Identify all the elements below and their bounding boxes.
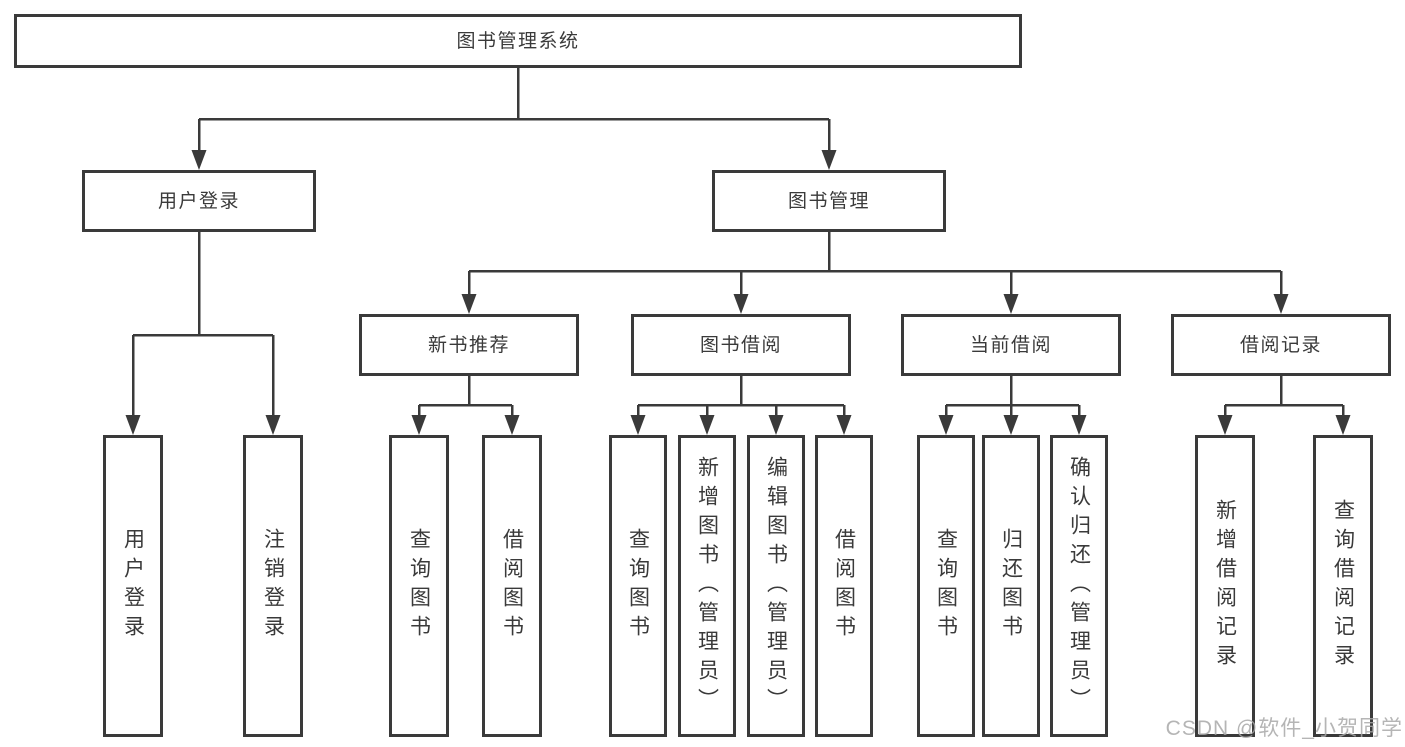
node-new-book-recommendation: 新书推荐 [359, 314, 579, 376]
leaf-query-books-recommend: 查询图书 [389, 435, 449, 737]
node-current-borrowing: 当前借阅 [901, 314, 1121, 376]
leaf-return-books: 归还图书 [982, 435, 1040, 737]
leaf-add-borrow-record: 新增借阅记录 [1195, 435, 1255, 737]
node-borrowing-records: 借阅记录 [1171, 314, 1391, 376]
node-book-management: 图书管理 [712, 170, 946, 232]
leaf-borrow-books: 借阅图书 [815, 435, 873, 737]
leaf-edit-books-admin: 编辑图书（管理员） [747, 435, 805, 737]
leaf-query-books-borrow: 查询图书 [609, 435, 667, 737]
node-user-login: 用户登录 [82, 170, 316, 232]
leaf-logout: 注销登录 [243, 435, 303, 737]
csdn-watermark: CSDN @软件_小贺同学 [1165, 717, 1403, 740]
node-book-borrowing: 图书借阅 [631, 314, 851, 376]
node-library-management-system: 图书管理系统 [14, 14, 1022, 68]
leaf-query-borrow-record: 查询借阅记录 [1313, 435, 1373, 737]
leaf-user-login: 用户登录 [103, 435, 163, 737]
leaf-confirm-return-admin: 确认归还（管理员） [1050, 435, 1108, 737]
leaf-add-books-admin: 新增图书（管理员） [678, 435, 736, 737]
leaf-borrow-books-recommend: 借阅图书 [482, 435, 542, 737]
leaf-query-books-current: 查询图书 [917, 435, 975, 737]
